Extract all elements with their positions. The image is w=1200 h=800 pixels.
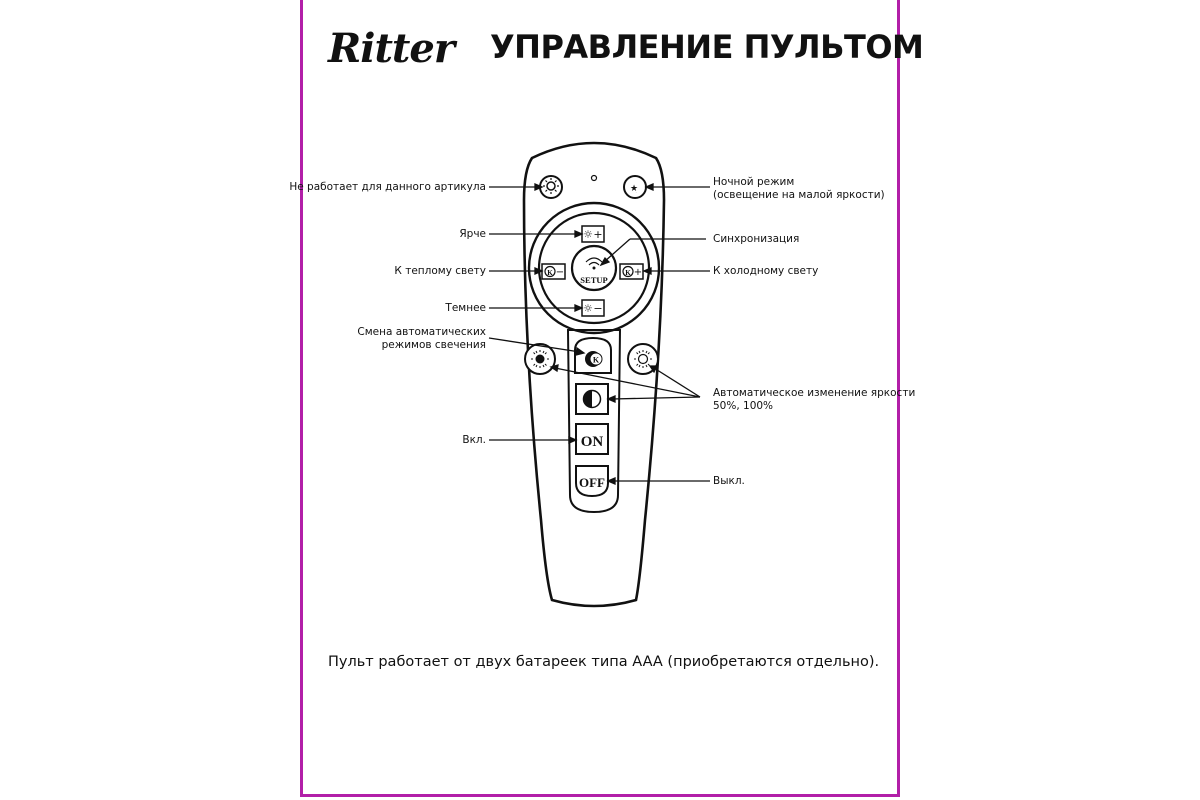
label-night-mode-1: Ночной режим (713, 176, 795, 188)
label-dimmer: Темнее (445, 302, 486, 314)
label-auto-modes-1: Смена автоматических (357, 326, 486, 338)
leader-auto-b2 (554, 367, 701, 398)
indicator-led (590, 174, 598, 182)
leader-auto-modes (488, 337, 581, 353)
lower-panel (566, 329, 622, 514)
inner-ring (537, 211, 651, 325)
brighter-button[interactable]: ☼ + (581, 225, 605, 243)
auto-mode-button[interactable]: K (574, 336, 612, 374)
label-sync: Синхронизация (713, 233, 800, 245)
ritter-logo: Ritter (328, 25, 455, 72)
svg-text:+: + (593, 228, 602, 241)
off-label: OFF (579, 475, 605, 490)
off-button[interactable]: OFF (575, 465, 609, 498)
on-label: ON (581, 434, 604, 450)
svg-text:−: − (593, 302, 602, 315)
setup-label: SETUP (580, 275, 607, 285)
cold-button[interactable]: K + (619, 263, 644, 280)
leader-auto-b1 (611, 396, 701, 400)
label-off: Выкл. (713, 475, 745, 487)
auto-brightness-left-button[interactable] (524, 343, 556, 375)
remote-body (522, 141, 666, 608)
label-auto-modes-2: режимов свечения (381, 339, 486, 351)
label-cold: К холодному свету (713, 265, 819, 277)
page-title: УПРАВЛЕНИЕ ПУЛЬТОМ (490, 28, 924, 66)
leader-auto-b3 (653, 367, 701, 398)
outer-ring (527, 201, 661, 335)
label-auto-brightness-2: 50%, 100% (713, 400, 774, 412)
auto-brightness-right-button[interactable] (627, 343, 659, 375)
night-mode-button[interactable]: ★ (623, 175, 647, 199)
svg-text:−: − (556, 267, 564, 278)
dimmer-button[interactable]: ☼ − (581, 299, 605, 317)
label-on: Вкл. (462, 434, 486, 446)
svg-text:☼: ☼ (583, 302, 593, 315)
label-warm: К теплому свету (394, 265, 486, 277)
svg-text:☼: ☼ (583, 228, 593, 241)
on-button[interactable]: ON (575, 423, 609, 455)
svg-text:+: + (634, 267, 642, 278)
label-auto-brightness-1: Автоматическое изменение яркости (713, 387, 916, 399)
battery-note: Пульт работает от двух батареек типа AAA… (328, 654, 880, 670)
leader-sync-d (603, 238, 631, 263)
svg-text:★: ★ (630, 184, 638, 194)
label-night-mode-2: (освещение на малой яркости) (713, 189, 885, 201)
label-brighter: Ярче (459, 228, 486, 240)
half-brightness-button[interactable] (575, 383, 609, 415)
svg-text:K: K (547, 269, 553, 277)
setup-button[interactable]: SETUP (570, 244, 618, 292)
label-not-working: Не работает для данного артикула (289, 181, 486, 193)
warm-button[interactable]: K − (541, 263, 566, 280)
svg-text:K: K (625, 269, 631, 277)
svg-text:K: K (593, 356, 600, 365)
